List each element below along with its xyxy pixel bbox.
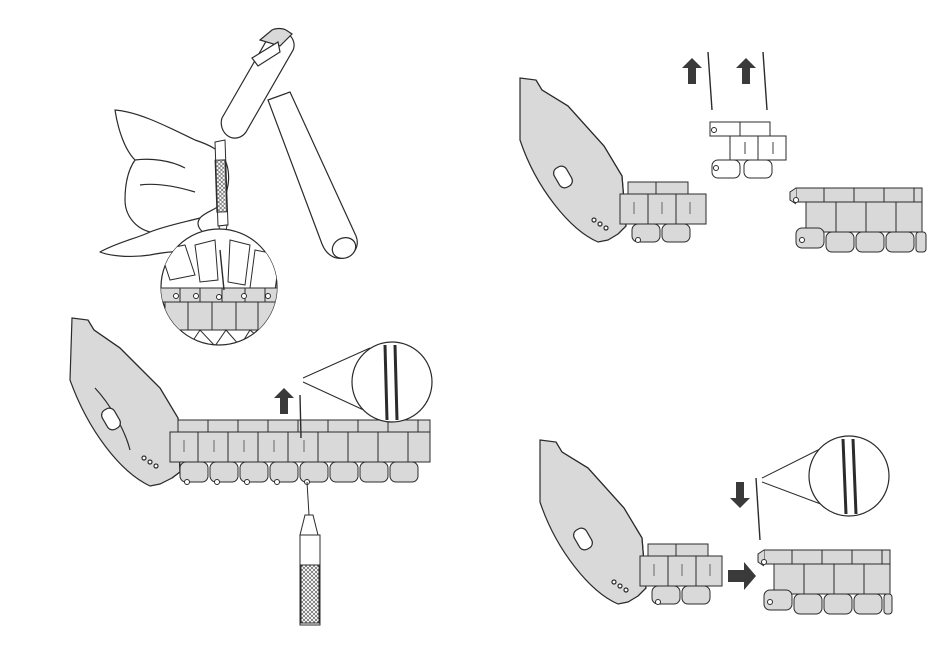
step-hammer-punch <box>100 29 359 347</box>
watch-case-icon <box>540 440 646 604</box>
magnifier-circle-icon <box>303 342 432 422</box>
bracelet-icon <box>170 420 430 485</box>
pin-icon <box>300 395 301 438</box>
pin-icon <box>756 478 760 540</box>
up-arrow-icon <box>682 58 756 84</box>
watch-case-icon <box>70 318 180 486</box>
pin-pusher-tool-icon <box>300 482 320 625</box>
magnifier-circle-icon <box>160 229 280 346</box>
down-arrow-icon <box>730 482 750 508</box>
step-push-pin-out <box>70 318 432 625</box>
magnifier-circle-icon <box>762 436 889 516</box>
bracelet-icon <box>620 182 926 252</box>
watch-case-icon <box>520 78 626 242</box>
bracelet-icon <box>640 544 892 614</box>
pin-icon <box>708 52 712 110</box>
step-links-removed <box>520 52 926 252</box>
right-arrow-icon <box>728 562 756 590</box>
pin-icon <box>763 52 767 110</box>
hammer-icon <box>221 29 359 263</box>
up-arrow-icon <box>274 388 294 414</box>
step-reassemble <box>540 436 892 614</box>
removed-links-icon <box>710 122 786 178</box>
